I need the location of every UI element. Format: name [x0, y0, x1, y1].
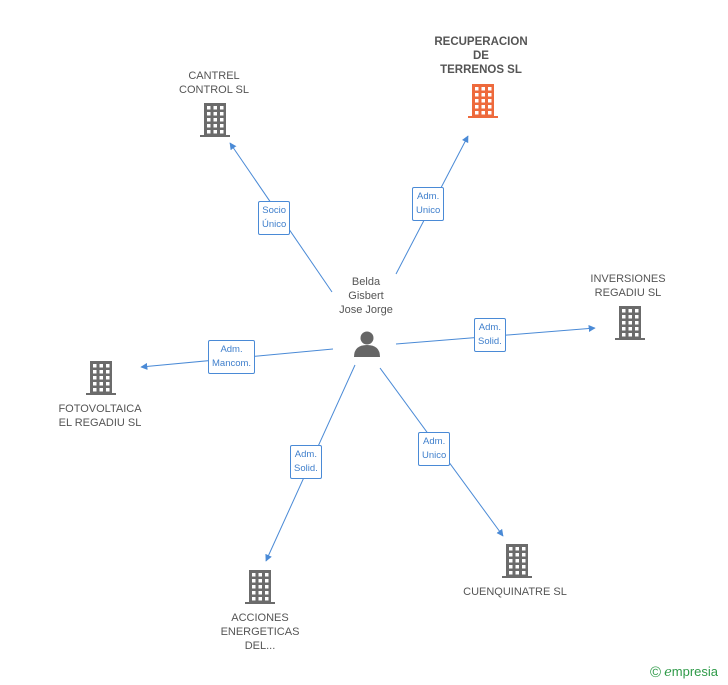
- relation-label-fotovoltaica[interactable]: Adm. Mancom.: [208, 340, 256, 374]
- building-icon-inversiones[interactable]: [615, 306, 645, 340]
- company-name-cuenquinatre[interactable]: CUENQUINATRE SL: [463, 586, 567, 598]
- relation-label-recuperacion[interactable]: Adm. Unico: [412, 187, 445, 221]
- person-icon[interactable]: [354, 331, 380, 358]
- building-icon-cantrel[interactable]: [200, 103, 230, 137]
- company-name-inversiones[interactable]: INVERSIONES REGADIU SL: [590, 273, 666, 299]
- building-icon-recuperacion[interactable]: [468, 84, 498, 118]
- center-person-name[interactable]: Belda Gisbert Jose Jorge: [339, 276, 393, 316]
- building-icon-acciones[interactable]: [245, 570, 275, 604]
- building-icon-cuenquinatre[interactable]: [502, 544, 532, 578]
- building-icon-fotovoltaica[interactable]: [86, 361, 116, 395]
- company-name-fotovoltaica[interactable]: FOTOVOLTAICA EL REGADIU SL: [58, 403, 142, 429]
- relation-label-inversiones[interactable]: Adm. Solid.: [474, 318, 506, 352]
- company-name-recuperacion[interactable]: RECUPERACION DE TERRENOS SL: [434, 36, 528, 76]
- relation-label-cantrel[interactable]: Socio Único: [258, 201, 291, 235]
- company-name-acciones[interactable]: ACCIONES ENERGETICAS DEL...: [220, 612, 300, 652]
- company-name-cantrel[interactable]: CANTREL CONTROL SL: [179, 70, 249, 96]
- empresia-logo: ©empresia: [650, 664, 719, 681]
- relation-label-acciones[interactable]: Adm. Solid.: [290, 445, 322, 479]
- relation-label-cuenquinatre[interactable]: Adm. Unico: [418, 432, 451, 466]
